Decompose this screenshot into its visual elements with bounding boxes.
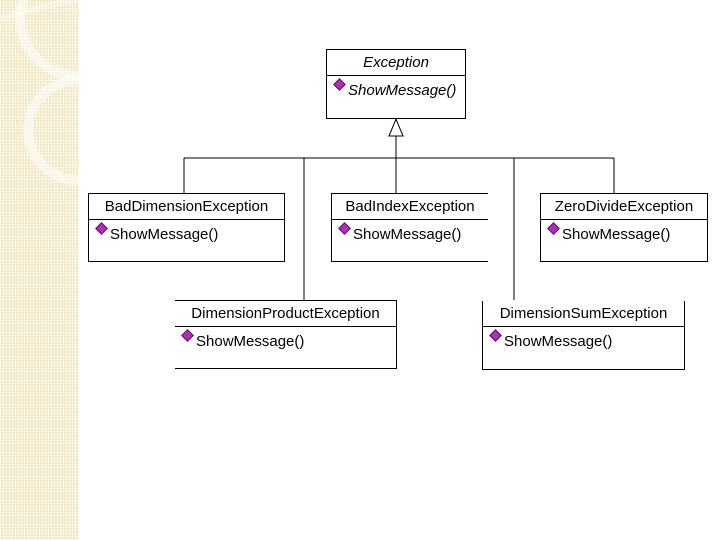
class-zero-divide-exception: ZeroDivideException ShowMessage()	[540, 193, 708, 262]
class-name: ZeroDivideException	[541, 194, 707, 220]
class-dimension-sum-exception: DimensionSumException ShowMessage()	[482, 301, 685, 370]
operation-label: ShowMessage()	[110, 226, 219, 243]
class-operations: ShowMessage()	[541, 220, 707, 243]
class-operations: ShowMessage()	[89, 220, 284, 243]
operation-label: ShowMessage()	[348, 82, 457, 99]
operation-label: ShowMessage()	[504, 333, 613, 350]
class-bad-dimension-exception: BadDimensionException ShowMessage()	[88, 193, 285, 262]
operation-label: ShowMessage()	[353, 226, 462, 243]
class-operations: ShowMessage()	[175, 327, 396, 350]
method-icon	[181, 329, 194, 342]
class-name: DimensionProductException	[175, 301, 396, 327]
method-icon	[489, 329, 502, 342]
class-bad-index-exception: BadIndexException ShowMessage()	[331, 193, 488, 262]
swirl-decoration-icon	[0, 0, 79, 185]
class-name: BadDimensionException	[89, 194, 284, 220]
class-exception: Exception ShowMessage()	[326, 49, 466, 119]
generalization-arrow-icon	[388, 117, 404, 137]
operation-label: ShowMessage()	[562, 226, 671, 243]
method-icon	[333, 78, 346, 91]
method-icon	[95, 222, 108, 235]
operation-label: ShowMessage()	[196, 333, 305, 350]
class-name: Exception	[327, 50, 465, 76]
method-icon	[338, 222, 351, 235]
class-operations: ShowMessage()	[332, 220, 488, 243]
class-operations: ShowMessage()	[483, 327, 684, 350]
class-operations: ShowMessage()	[327, 76, 465, 99]
class-name: BadIndexException	[332, 194, 488, 220]
class-name: DimensionSumException	[483, 301, 684, 327]
method-icon	[547, 222, 560, 235]
class-dimension-product-exception: DimensionProductException ShowMessage()	[175, 300, 397, 369]
decorative-side-strip	[0, 0, 79, 540]
